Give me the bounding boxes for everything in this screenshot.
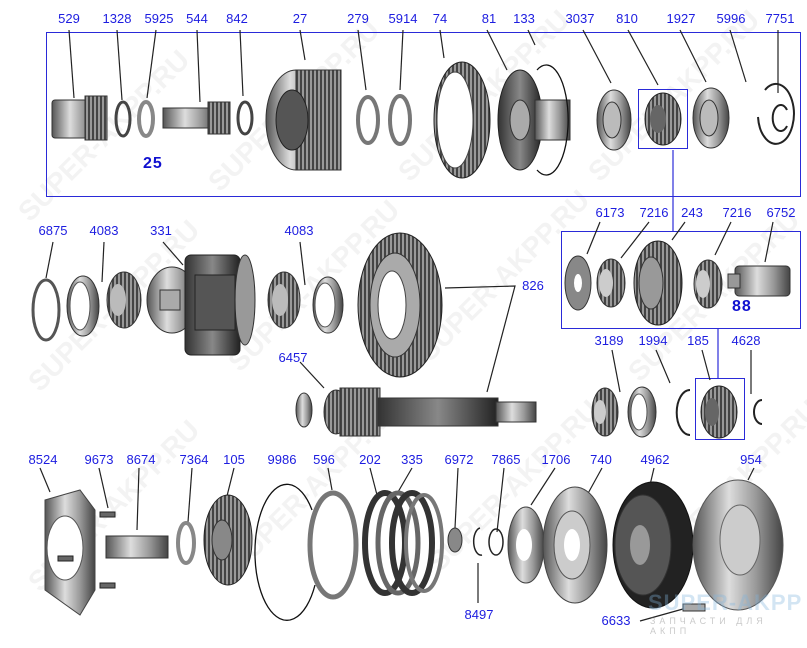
part-label-7865[interactable]: 7865 [491,452,521,467]
leader-lines [39,29,779,622]
part-label-842[interactable]: 842 [226,11,248,26]
part-label-5996[interactable]: 5996 [716,11,746,26]
part-7216-bearing-b [693,259,723,309]
part-4083-bearing-left [106,271,142,329]
part-9673-bolts [57,511,116,589]
part-810-highlight-box [638,89,688,149]
part-label-1994[interactable]: 1994 [638,333,668,348]
part-label-185[interactable]: 185 [687,333,709,348]
part-544-shaft [162,101,231,135]
part-label-810[interactable]: 810 [616,11,638,26]
part-label-1328[interactable]: 1328 [102,11,132,26]
part-label-544[interactable]: 544 [186,11,208,26]
part-label-596[interactable]: 596 [313,452,335,467]
part-label-74[interactable]: 74 [432,11,448,26]
part-label-1706[interactable]: 1706 [541,452,571,467]
part-label-740[interactable]: 740 [590,452,612,467]
part-826-pinion-shaft [295,387,537,437]
group-25-label: 25 [143,155,163,172]
part-6633-pin [682,603,706,612]
part-label-331[interactable]: 331 [150,223,172,238]
part-label-7216-b[interactable]: 7216 [722,205,752,220]
part-label-9986[interactable]: 9986 [267,452,297,467]
part-label-8497[interactable]: 8497 [464,607,494,622]
part-label-4083-left[interactable]: 4083 [89,223,119,238]
part-8524-pump-cover [44,489,96,616]
part-label-335[interactable]: 335 [401,452,423,467]
part-label-81[interactable]: 81 [481,11,497,26]
part-740-housing [542,486,608,604]
part-label-8524[interactable]: 8524 [28,452,58,467]
part-label-7751[interactable]: 7751 [765,11,795,26]
part-7216-bearing-a [596,258,626,308]
part-954-housing [692,479,784,611]
part-74-ring-gear [433,61,491,179]
part-label-3037[interactable]: 3037 [565,11,595,26]
part-8674-shaft [105,535,169,559]
part-6752-sleeve [727,265,791,297]
part-label-1927[interactable]: 1927 [666,11,696,26]
part-label-954[interactable]: 954 [740,452,762,467]
part-202-335-clutch-pack [362,490,444,596]
part-label-243[interactable]: 243 [681,205,703,220]
part-label-6972[interactable]: 6972 [444,452,474,467]
part-label-4628[interactable]: 4628 [731,333,761,348]
group-88-label: 88 [732,298,752,315]
part-185-highlight-box [695,378,745,440]
part-826-final-drive-gear [357,232,443,378]
part-label-4083-right[interactable]: 4083 [284,223,314,238]
part-4962-drum [612,481,694,609]
part-label-202[interactable]: 202 [359,452,381,467]
part-label-5925[interactable]: 5925 [144,11,174,26]
part-331-differential [146,254,256,356]
part-27-planetary-carrier [265,69,342,171]
part-label-6173[interactable]: 6173 [595,205,625,220]
part-label-7216-a[interactable]: 7216 [639,205,669,220]
part-label-529[interactable]: 529 [58,11,80,26]
part-185-gear [700,385,738,439]
brand-logo: SUPER-AKPP [648,590,803,615]
brand-tagline: ЗАПЧАСТИ ДЛЯ АКПП [650,616,767,636]
part-4083-bearing-right [267,271,301,329]
part-label-6457[interactable]: 6457 [278,350,308,365]
part-label-3189[interactable]: 3189 [594,333,624,348]
part-105-hub [203,494,253,586]
part-label-9673[interactable]: 9673 [84,452,114,467]
part-label-27[interactable]: 27 [292,11,308,26]
part-label-8674[interactable]: 8674 [126,452,156,467]
part-label-7364[interactable]: 7364 [179,452,209,467]
part-81-sun-gear-flange [497,69,571,171]
part-label-6752[interactable]: 6752 [766,205,796,220]
part-243-gear [633,240,683,326]
part-label-6633[interactable]: 6633 [601,613,631,628]
part-810-gear [644,92,682,146]
part-1927-bearing [692,87,730,149]
part-label-133[interactable]: 133 [513,11,535,26]
group-25-box [46,32,801,197]
part-529-input-shaft-gear [51,95,108,141]
part-1706-piston [507,506,545,584]
part-3037-bearing [596,89,632,151]
part-label-4962[interactable]: 4962 [640,452,670,467]
part-label-105[interactable]: 105 [223,452,245,467]
part-label-5914[interactable]: 5914 [388,11,418,26]
part-label-826[interactable]: 826 [522,278,544,293]
part-label-6875[interactable]: 6875 [38,223,68,238]
group-88-box [561,231,801,329]
part-label-279[interactable]: 279 [347,11,369,26]
